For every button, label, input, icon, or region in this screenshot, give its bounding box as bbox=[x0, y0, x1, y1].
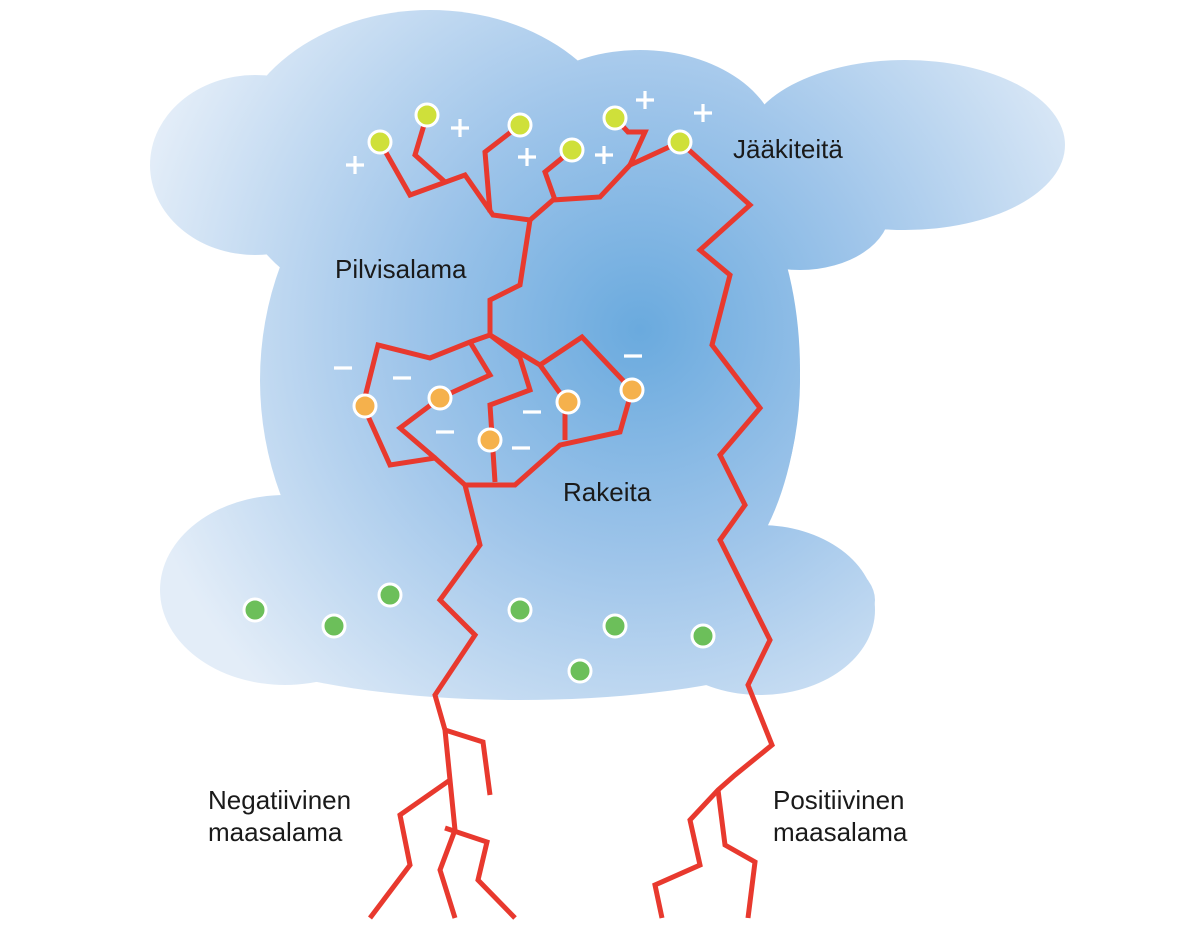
cloud bbox=[150, 10, 1065, 700]
ice-crystal bbox=[507, 112, 533, 138]
label-ice-crystals: Jääkiteitä bbox=[733, 134, 843, 164]
label-negative-line2: maasalama bbox=[208, 817, 343, 847]
droplet bbox=[377, 582, 403, 608]
ice-crystal bbox=[559, 137, 585, 163]
minus-signs bbox=[334, 354, 642, 450]
negative-ground-lightning bbox=[368, 484, 517, 920]
positive-ground-lightning bbox=[652, 140, 776, 919]
droplet bbox=[507, 597, 533, 623]
label-positive-line2: maasalama bbox=[773, 817, 908, 847]
droplet bbox=[242, 597, 268, 623]
droplet bbox=[567, 658, 593, 684]
label-positive-line1: Positiivinen bbox=[773, 785, 905, 815]
plus-icon bbox=[518, 148, 536, 166]
neutral-dots bbox=[242, 582, 716, 684]
ice-crystal bbox=[367, 129, 393, 155]
label-hail: Rakeita bbox=[563, 477, 652, 507]
hail-stone bbox=[427, 385, 453, 411]
droplet bbox=[602, 613, 628, 639]
plus-icon bbox=[346, 156, 364, 174]
droplet bbox=[321, 613, 347, 639]
plus-icon bbox=[636, 91, 654, 109]
ice-crystal bbox=[667, 129, 693, 155]
droplet bbox=[690, 623, 716, 649]
plus-signs bbox=[346, 91, 712, 174]
label-intracloud: Pilvisalama bbox=[335, 254, 467, 284]
hail-stone bbox=[352, 393, 378, 419]
plus-icon bbox=[451, 119, 469, 137]
plus-icon bbox=[595, 146, 613, 164]
label-negative-line1: Negatiivinen bbox=[208, 785, 351, 815]
hail-stone bbox=[555, 389, 581, 415]
hail-dots bbox=[352, 377, 645, 453]
ice-crystal bbox=[414, 102, 440, 128]
hail-stone bbox=[477, 427, 503, 453]
ice-crystal-dots bbox=[367, 102, 693, 163]
ice-crystal bbox=[602, 105, 628, 131]
plus-icon bbox=[694, 104, 712, 122]
hail-stone bbox=[619, 377, 645, 403]
